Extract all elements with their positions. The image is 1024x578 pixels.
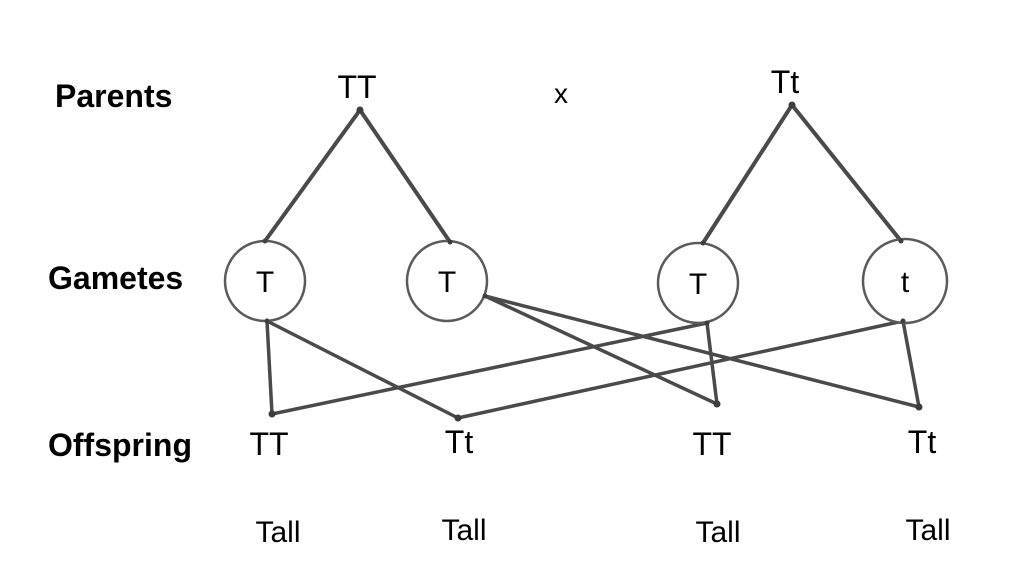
parent-gamete-lines [263,103,903,245]
offspring1-phenotype: Tall [255,516,300,549]
line-gamete1-to-offspring1 [265,319,274,416]
gamete4-top-attach-dot [898,238,904,244]
offspring1-genotype: TT [249,426,288,462]
line-gamete3-to-offspring1 [270,321,709,416]
line-parent2-to-gamete4 [790,103,903,243]
offspring2-genotype: Tt [445,424,474,460]
parent2-genotype: Tt [771,64,800,100]
gamete3-bottom-attach-dot [704,320,710,326]
gamete-circles [223,237,949,325]
gamete-circle-2 [405,239,489,323]
offspring2-phenotype: Tall [441,514,486,547]
gametes-row-label: Gametes [48,260,183,296]
cross-symbol: x [554,78,568,109]
line-parent1-to-gamete1 [263,108,362,243]
line-gamete2-to-offspring3 [483,294,719,406]
offspring4-junction-dot [915,403,923,411]
offspring-row-label: Offspring [48,427,192,463]
gamete1-allele: T [256,266,274,299]
gamete3-top-attach-dot [700,240,706,246]
offspring4-genotype: Tt [908,424,937,460]
gamete-circle-3 [656,241,740,325]
gamete2-allele: T [438,266,456,299]
offspring1-junction-dot [268,410,276,418]
gamete2-bottom-attach-dot [482,293,488,299]
parent1-vertex-dot [356,106,364,114]
offspring3-phenotype: Tall [695,516,740,549]
offspring2-junction-dot [454,414,462,422]
gamete3-allele: T [689,268,707,301]
parent2-vertex-dot [788,101,796,109]
parent1-genotype: TT [337,69,376,105]
line-gamete4-to-offspring4 [901,319,921,409]
gamete1-bottom-attach-dot [264,318,270,324]
gamete1-top-attach-dot [262,238,268,244]
junction-dots [262,101,923,422]
line-gamete1-to-offspring2 [265,319,460,420]
gamete4-allele: t [901,266,910,299]
line-parent1-to-gamete2 [358,108,452,244]
line-gamete4-to-offspring2 [456,319,905,420]
line-gamete2-to-offspring4 [483,294,921,409]
gamete-circle-4 [861,237,949,325]
gamete-offspring-lines [265,294,921,420]
offspring3-junction-dot [713,400,721,408]
gamete2-top-attach-dot [447,239,453,245]
gamete4-bottom-attach-dot [900,318,906,324]
line-parent2-to-gamete3 [701,103,794,245]
offspring4-phenotype: Tall [905,514,950,547]
parents-row-label: Parents [55,78,172,114]
offspring3-genotype: TT [692,426,731,462]
